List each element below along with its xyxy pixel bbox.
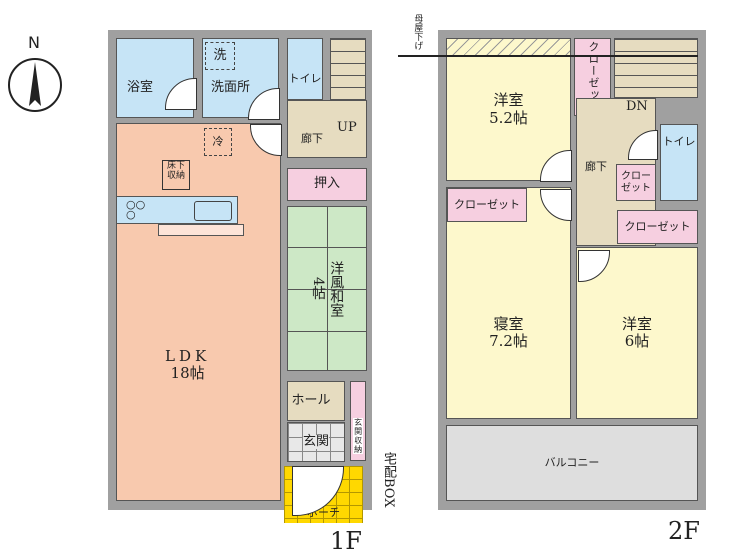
room-toilet-1f: トイレ bbox=[287, 38, 323, 100]
toilet-label: トイレ bbox=[288, 71, 322, 85]
stove-icon: ○○○ bbox=[126, 198, 146, 221]
floor2-label: 2F bbox=[668, 517, 700, 545]
oshiire-label: 押入 bbox=[313, 176, 340, 192]
toilet2-label: トイレ bbox=[662, 135, 696, 149]
north-compass bbox=[8, 58, 62, 112]
corridor-label: 廊下 bbox=[301, 131, 323, 145]
room-oshiire: 押入 bbox=[287, 168, 367, 201]
room-corridor-1f: 廊下 bbox=[287, 100, 367, 158]
stairs-dn-label: DN bbox=[626, 99, 648, 114]
underfloor-storage: 床下 収納 bbox=[162, 160, 190, 190]
fridge-mark: 冷 bbox=[204, 128, 232, 156]
closet-4: クローゼット bbox=[617, 210, 698, 244]
washer-mark: 洗 bbox=[205, 42, 235, 70]
north-arrow-icon bbox=[29, 62, 41, 106]
bath-label: 浴室 bbox=[126, 79, 153, 95]
corridor2-label: 廊下 bbox=[585, 159, 607, 173]
roof-lowered-strip bbox=[446, 38, 571, 55]
sink-icon bbox=[194, 201, 232, 221]
roof-line bbox=[398, 55, 698, 57]
floor1-label: 1F bbox=[330, 527, 362, 555]
room-ldk bbox=[116, 123, 281, 501]
kitchen-counter bbox=[116, 196, 238, 224]
closet-3: クローゼット bbox=[447, 188, 527, 222]
room-toilet-2f: トイレ bbox=[660, 124, 698, 201]
entrance-storage: 玄関収納 bbox=[350, 381, 366, 461]
hall-label: ホール bbox=[291, 392, 331, 408]
compass-label: N bbox=[28, 33, 40, 52]
closet-2: クローゼット bbox=[616, 164, 656, 201]
room-entrance: 玄関 bbox=[287, 422, 345, 462]
balcony: バルコニー bbox=[446, 425, 698, 501]
stairs-up-label: UP bbox=[337, 120, 357, 135]
delivery-box-label: 宅配BOX bbox=[380, 452, 396, 508]
entrance-label: 玄関 bbox=[302, 433, 329, 450]
stairs-2f bbox=[614, 38, 698, 98]
roof-note: 母屋下げ bbox=[412, 14, 423, 50]
washroom-label: 洗面所 bbox=[210, 79, 250, 95]
kitchen-peninsula bbox=[158, 224, 244, 236]
room-hall: ホール bbox=[287, 381, 345, 421]
